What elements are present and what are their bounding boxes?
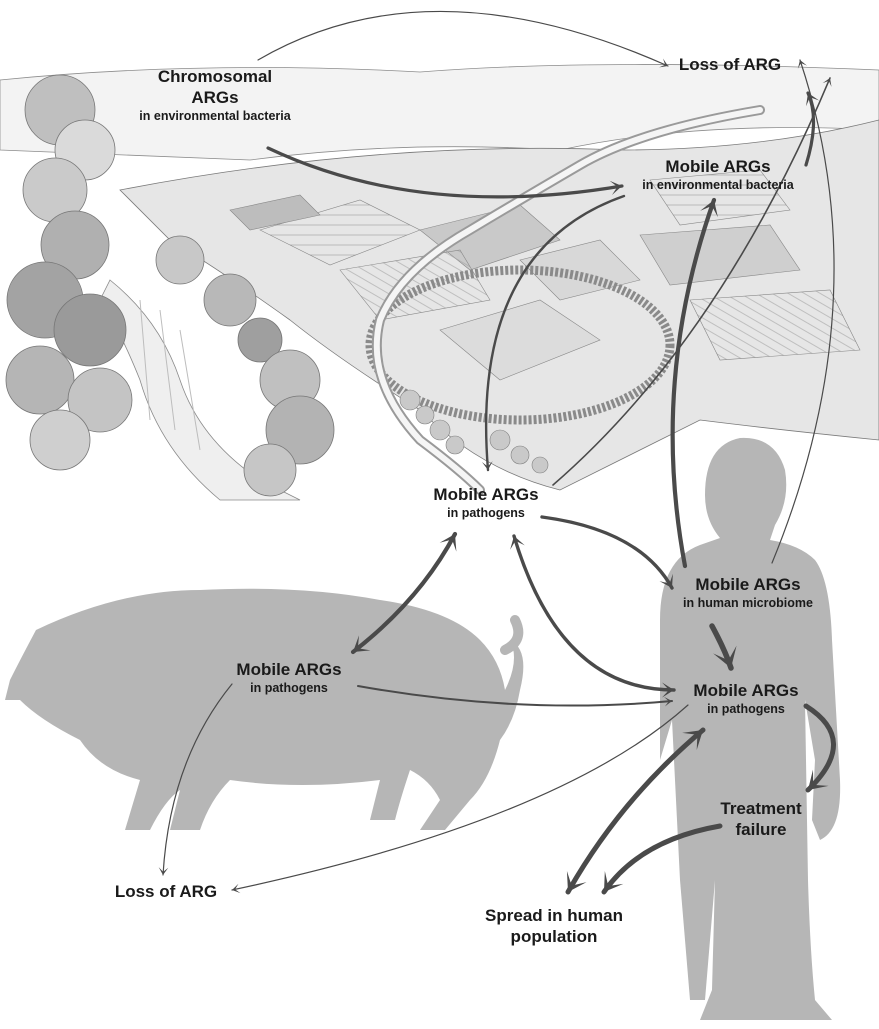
arrow-mobile-env-to-pathogens-center (482, 196, 624, 470)
node-chromosomal-args-title-1: Chromosomal (139, 66, 290, 87)
arrow-pathogens-center-to-microbiome (542, 517, 673, 588)
node-chromosomal-args-subtitle: in environmental bacteria (139, 108, 290, 124)
node-mobile-args-human-microbiome-title: Mobile ARGs (683, 574, 813, 595)
node-mobile-args-pathogens-center-subtitle: in pathogens (433, 505, 538, 521)
node-spread-human-population: Spread in human population (485, 905, 623, 947)
node-mobile-args-pathogens-human: Mobile ARGs in pathogens (693, 680, 798, 717)
node-mobile-args-pathogens-animal: Mobile ARGs in pathogens (236, 659, 341, 696)
node-loss-of-arg-bottom: Loss of ARG (115, 881, 217, 902)
arrow-pathogens-animal-to-pathogens-center (353, 534, 456, 652)
arrow-pathogens-animal-to-pathogens-human (358, 686, 672, 706)
arrow-chromosomal-to-loss-top (258, 11, 668, 67)
node-mobile-args-pathogens-human-title: Mobile ARGs (693, 680, 798, 701)
node-loss-of-arg-top-title: Loss of ARG (679, 54, 781, 75)
node-loss-of-arg-bottom-title: Loss of ARG (115, 881, 217, 902)
node-mobile-args-environment-title: Mobile ARGs (642, 156, 793, 177)
arrow-pathogens-human-to-treatment-failure (806, 706, 834, 790)
node-mobile-args-environment: Mobile ARGs in environmental bacteria (642, 156, 793, 193)
arrow-microbiome-to-pathogens-human (712, 626, 737, 668)
node-chromosomal-args-title-2: ARGs (139, 87, 290, 108)
node-chromosomal-args: Chromosomal ARGs in environmental bacter… (139, 66, 290, 124)
arrow-pathogens-human-to-loss-bottom (232, 705, 688, 893)
node-spread-human-population-title-2: population (485, 926, 623, 947)
arrow-microbiome-to-mobile-env (673, 200, 718, 566)
arrow-pathogens-animal-to-loss-bottom (159, 684, 232, 875)
node-mobile-args-pathogens-animal-title: Mobile ARGs (236, 659, 341, 680)
node-treatment-failure-title-2: failure (720, 819, 801, 840)
node-treatment-failure-title-1: Treatment (720, 798, 801, 819)
node-mobile-args-pathogens-center-title: Mobile ARGs (433, 484, 538, 505)
node-mobile-args-environment-subtitle: in environmental bacteria (642, 177, 793, 193)
node-mobile-args-human-microbiome: Mobile ARGs in human microbiome (683, 574, 813, 611)
node-spread-human-population-title-1: Spread in human (485, 905, 623, 926)
node-mobile-args-pathogens-animal-subtitle: in pathogens (236, 680, 341, 696)
arrow-treatment-failure-to-spread (604, 826, 720, 892)
node-mobile-args-human-microbiome-subtitle: in human microbiome (683, 595, 813, 611)
arrow-microbiome-to-loss-top (772, 60, 834, 563)
arrow-chromosomal-to-mobile-env (268, 148, 622, 197)
node-loss-of-arg-top: Loss of ARG (679, 54, 781, 75)
node-treatment-failure: Treatment failure (720, 798, 801, 840)
node-mobile-args-pathogens-center: Mobile ARGs in pathogens (433, 484, 538, 521)
node-mobile-args-pathogens-human-subtitle: in pathogens (693, 701, 798, 717)
arrow-pathogens-human-to-spread (567, 730, 703, 892)
